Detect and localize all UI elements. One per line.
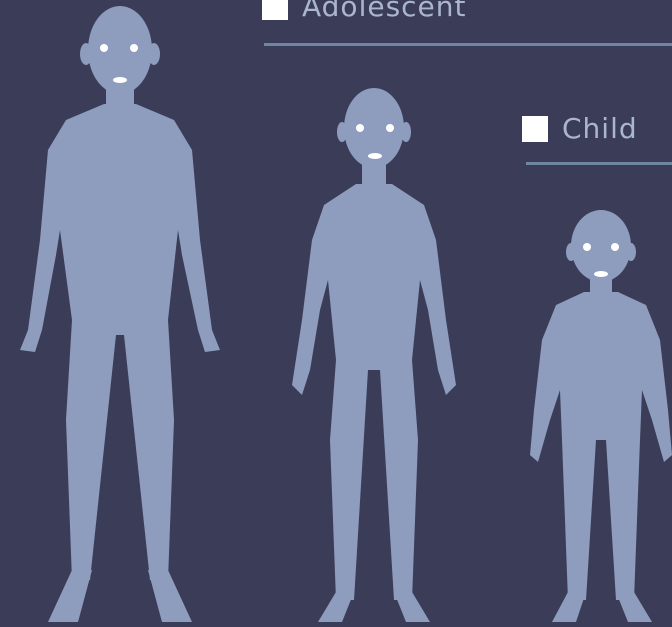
child-divider <box>526 162 672 165</box>
adult-figure <box>20 6 220 622</box>
adolescent-label: Adolescent <box>262 0 467 23</box>
adolescent-figure <box>292 88 456 622</box>
adolescent-divider <box>264 43 672 46</box>
child-marker-icon <box>522 116 548 142</box>
child-label-text: Child <box>562 112 638 145</box>
child-label: Child <box>522 112 638 145</box>
adolescent-marker-icon <box>262 0 288 20</box>
adolescent-label-text: Adolescent <box>302 0 467 23</box>
